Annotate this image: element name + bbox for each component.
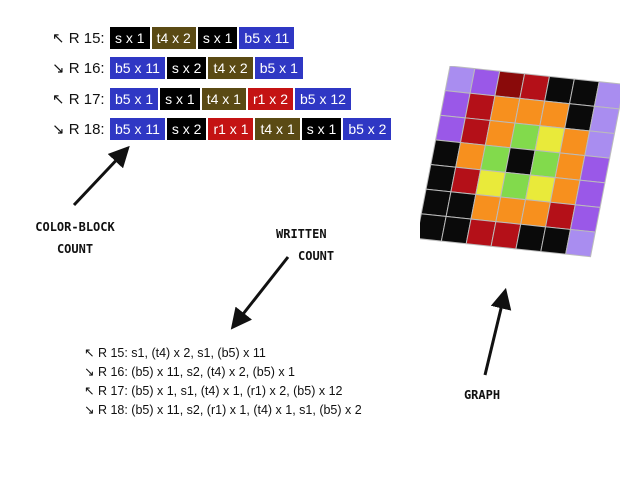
row-label: ↘ R 18:	[52, 121, 105, 138]
written-row-16: ↘ R 16: (b5) x 11, s2, (t4) x 2, (b5) x …	[84, 365, 296, 379]
row-label: ↘ R 16:	[52, 60, 105, 77]
color-block-label-line2: COUNT	[56, 242, 94, 256]
color-block: s x 1	[110, 27, 150, 49]
color-block: b5 x 1	[254, 57, 303, 79]
written-count-list: ↖ R 15: s1, (t4) x 2, s1, (b5) x 11 ↘ R …	[84, 344, 362, 420]
color-block: t4 x 2	[208, 57, 253, 79]
written-row-15: ↖ R 15: s1, (t4) x 2, s1, (b5) x 11	[84, 346, 266, 360]
row-label: ↖ R 15:	[52, 30, 105, 47]
color-block: b5 x 11	[239, 27, 295, 49]
color-block: t4 x 1	[201, 88, 246, 110]
color-block: s x 1	[301, 118, 342, 140]
color-block: b5 x 2	[343, 118, 392, 140]
color-block: s x 2	[166, 118, 207, 140]
written-count-label: WRITTEN COUNT	[270, 223, 360, 267]
color-block-label-line1: COLOR-BLOCK	[35, 220, 115, 234]
written-row-18: ↘ R 18: (b5) x 11, s2, (r1) x 1, (t4) x …	[84, 403, 362, 417]
row-label: ↖ R 17:	[52, 91, 105, 108]
graph-label: GRAPH	[463, 388, 501, 402]
color-block: s x 2	[166, 57, 207, 79]
arrow-written	[230, 256, 290, 330]
color-block: t4 x 2	[151, 27, 196, 49]
color-block: b5 x 1	[110, 88, 159, 110]
color-block: t4 x 1	[255, 118, 300, 140]
color-block: b5 x 11	[110, 57, 165, 79]
color-block: r1 x 1	[208, 118, 254, 140]
color-block: r1 x 2	[247, 88, 293, 110]
written-label-line1: WRITTEN	[276, 227, 327, 241]
arrow-graph	[483, 287, 512, 376]
written-label-line2: COUNT	[298, 249, 335, 263]
written-row-17: ↖ R 17: (b5) x 1, s1, (t4) x 1, (r1) x 2…	[84, 384, 343, 398]
color-block: s x 1	[160, 88, 200, 110]
color-block: b5 x 12	[294, 88, 351, 110]
color-block: s x 1	[197, 27, 238, 49]
graph-cell	[565, 228, 596, 258]
color-block-count-label: COLOR-BLOCK COUNT	[30, 216, 120, 260]
pattern-graph	[420, 66, 620, 258]
color-block: b5 x 11	[110, 118, 165, 140]
arrow-color-block	[72, 145, 130, 207]
